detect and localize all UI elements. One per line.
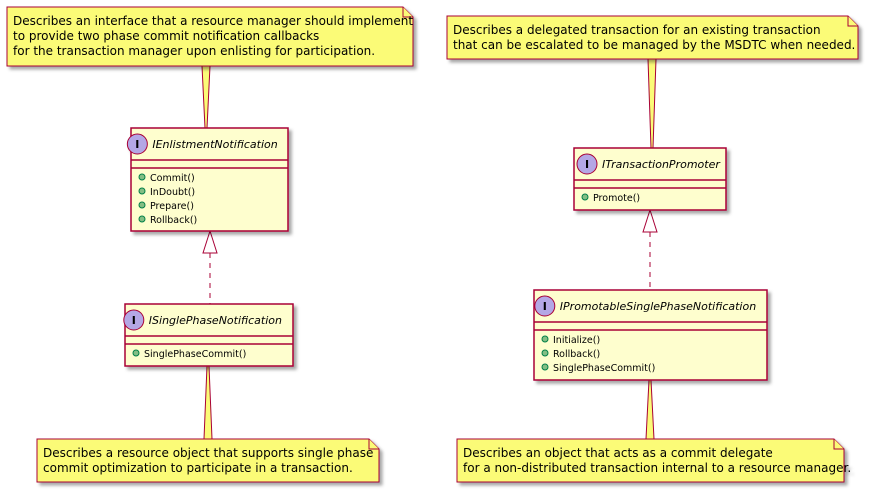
- links-layer: [201, 58, 658, 440]
- note-box: [446, 15, 859, 60]
- method-signature: SinglePhaseCommit(): [144, 349, 246, 360]
- realization-arrowhead: [642, 208, 658, 233]
- note-fold: [368, 439, 379, 450]
- note-fold: [833, 439, 844, 450]
- interface-name: IEnlistmentNotification: [152, 138, 277, 151]
- note-connector: [645, 379, 655, 440]
- realization-arrowhead: [202, 229, 218, 254]
- note-line: for the transaction manager upon enlisti…: [13, 44, 375, 58]
- note-ienlistment: Describes an interface that a resource m…: [6, 6, 414, 67]
- public-method-icon: [138, 187, 146, 195]
- class-box: [130, 127, 289, 232]
- note-box: [456, 438, 845, 483]
- interface-badge-icon: [123, 309, 145, 331]
- interface-isinglephase: I ISinglePhaseNotificationSinglePhaseComm…: [123, 303, 294, 367]
- interface-badge-icon: [576, 153, 598, 175]
- interface-name: ISinglePhaseNotification: [149, 314, 282, 327]
- interface-badge-letter: I: [543, 300, 547, 313]
- note-box: [6, 6, 414, 67]
- note-line: Describes a resource object that support…: [43, 446, 373, 460]
- class-box: [124, 303, 294, 367]
- interface-ipromotable: I IPromotableSinglePhaseNotificationIniti…: [533, 289, 768, 381]
- method-signature: Commit(): [150, 173, 195, 184]
- public-method-icon: [541, 349, 549, 357]
- public-method-icon: [138, 201, 146, 209]
- public-method-icon: [541, 363, 549, 371]
- note-connector: [201, 65, 211, 129]
- method-signature: Rollback(): [150, 215, 197, 226]
- method-signature: Rollback(): [553, 349, 600, 360]
- interface-badge-icon: [534, 295, 556, 317]
- note-line: that can be escalated to be managed by t…: [453, 38, 855, 52]
- interface-badge-letter: I: [585, 158, 589, 171]
- public-method-icon: [541, 335, 549, 343]
- note-fold: [847, 16, 858, 27]
- notes-layer: Describes an interface that a resource m…: [6, 6, 859, 483]
- note-ipromotable: Describes an object that acts as a commi…: [456, 438, 851, 483]
- note-connector: [203, 365, 213, 440]
- public-method-icon: [132, 349, 140, 357]
- note-connector: [647, 58, 657, 149]
- public-method-icon: [138, 173, 146, 181]
- method-signature: Promote(): [593, 193, 640, 204]
- interface-name: IPromotableSinglePhaseNotification: [560, 300, 756, 313]
- method-signature: InDoubt(): [150, 187, 195, 198]
- public-method-icon: [138, 215, 146, 223]
- note-fold: [402, 7, 413, 18]
- interface-name: ITransactionPromoter: [602, 158, 721, 171]
- method-signature: SinglePhaseCommit(): [553, 363, 655, 374]
- interface-badge-letter: I: [135, 138, 139, 151]
- note-isinglephase: Describes a resource object that support…: [36, 438, 380, 483]
- note-line: Describes a delegated transaction for an…: [453, 23, 821, 37]
- note-line: commit optimization to participate in a …: [43, 461, 353, 475]
- note-ipromoter: Describes a delegated transaction for an…: [446, 15, 859, 60]
- class-box: [573, 147, 727, 211]
- interface-badge-letter: I: [132, 314, 136, 327]
- note-line: Describes an object that acts as a commi…: [463, 446, 773, 460]
- note-line: to provide two phase commit notification…: [13, 29, 319, 43]
- method-signature: Initialize(): [553, 335, 600, 346]
- method-signature: Prepare(): [150, 201, 194, 212]
- note-box: [36, 438, 380, 483]
- note-line: Describes an interface that a resource m…: [13, 14, 413, 28]
- note-line: for a non-distributed transaction intern…: [463, 461, 851, 475]
- interface-badge-icon: [126, 133, 148, 155]
- class-box: [533, 289, 768, 381]
- public-method-icon: [581, 193, 589, 201]
